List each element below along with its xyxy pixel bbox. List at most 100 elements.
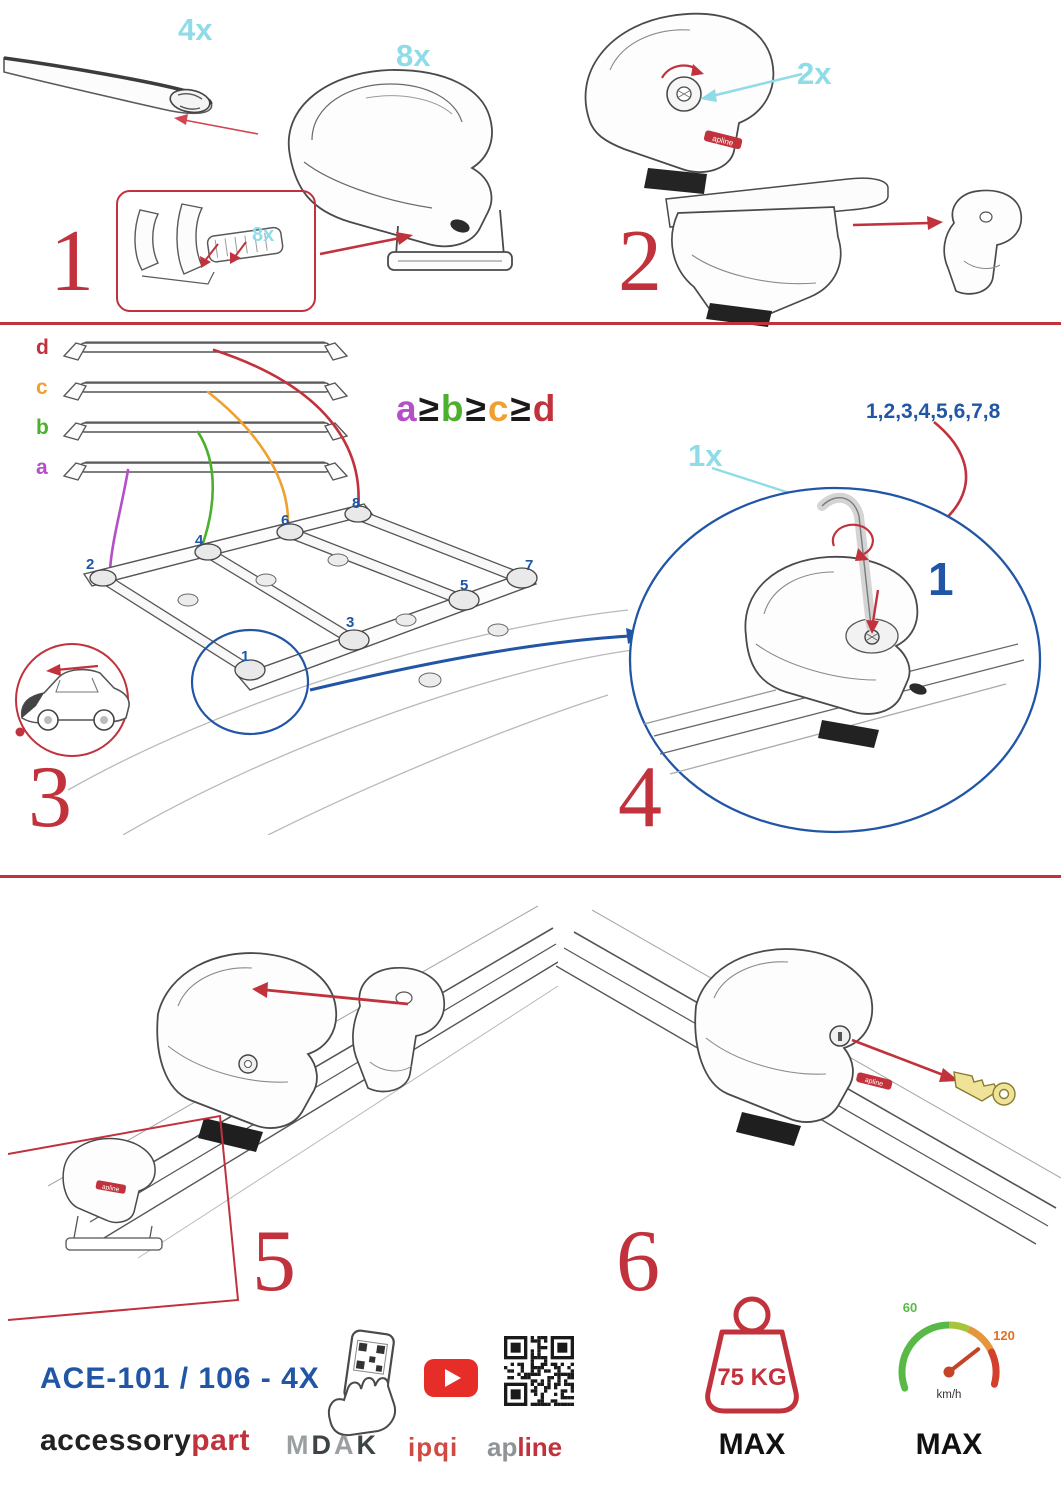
formula-d: d bbox=[532, 388, 556, 429]
position-7: 7 bbox=[525, 557, 534, 574]
car-icon bbox=[15, 643, 130, 757]
lock-foot-icon: apline bbox=[584, 12, 775, 194]
inset-to-foot-arrow bbox=[319, 232, 413, 256]
front-marker-dot bbox=[15, 727, 25, 737]
section-divider-2 bbox=[0, 875, 1061, 878]
apline-logo: apline bbox=[487, 1432, 562, 1463]
apline-ap: ap bbox=[487, 1432, 518, 1462]
bar-to-foot-arrow bbox=[174, 114, 259, 135]
key-arrow bbox=[851, 1038, 947, 1078]
tightening-sequence: 1,2,3,4,5,6,7,8 bbox=[866, 400, 1001, 423]
bar-label-c: c bbox=[36, 376, 48, 399]
zoom-foot bbox=[744, 556, 927, 748]
product-model: ACE-101 / 106 - 4X bbox=[40, 1362, 320, 1395]
bar-row-a: a bbox=[36, 450, 353, 486]
bar-position-curves bbox=[108, 348, 360, 572]
foot-logo-chip: apline bbox=[95, 1180, 127, 1194]
speed-max-label: MAX bbox=[915, 1428, 983, 1461]
brand-accessory: accessory bbox=[40, 1424, 192, 1457]
foot-locking-illustration: apline bbox=[556, 909, 1061, 1245]
step-5-number: 5 bbox=[252, 1213, 296, 1310]
weight-max-label: MAX bbox=[718, 1428, 786, 1461]
mdak-d: D bbox=[311, 1430, 334, 1460]
step-1-number: 1 bbox=[50, 213, 94, 310]
needle bbox=[947, 1347, 981, 1374]
ipqi-logo: ipqi bbox=[408, 1432, 459, 1462]
clamp-jaw-icon bbox=[134, 203, 215, 285]
clamp-part bbox=[352, 967, 446, 1093]
turn-arrow bbox=[831, 523, 874, 555]
step-2-number: 2 bbox=[618, 213, 662, 310]
roof-outline bbox=[67, 609, 633, 835]
car-body bbox=[20, 668, 130, 731]
qty-locks: 2x bbox=[797, 56, 832, 91]
brand-part: part bbox=[191, 1424, 250, 1457]
pad-inset-box bbox=[116, 190, 316, 312]
foot-logo-chip: apline bbox=[856, 1072, 893, 1090]
bar-row-d: d bbox=[36, 330, 353, 366]
svg-text:apline: apline bbox=[101, 1184, 120, 1194]
inset-panel bbox=[8, 1114, 240, 1321]
crossbar-icon bbox=[3, 56, 213, 115]
clamp-foot-icon bbox=[287, 69, 513, 271]
position-1: 1 bbox=[241, 648, 250, 665]
step-3-number: 3 bbox=[28, 749, 72, 846]
slide-cap-arrow bbox=[852, 221, 931, 227]
weight-value: 75 KG bbox=[717, 1364, 786, 1391]
zoom-pointer-arrow bbox=[309, 628, 644, 692]
curve-c bbox=[206, 390, 290, 528]
mounted-foot bbox=[156, 952, 338, 1152]
bar-row-b: b bbox=[36, 410, 353, 446]
bar-endcap-assembly bbox=[665, 177, 1023, 327]
speed-high-label: 120 bbox=[993, 1328, 1015, 1343]
position-5: 5 bbox=[460, 577, 469, 594]
step-6-number: 6 bbox=[616, 1213, 660, 1310]
bar-b-icon bbox=[62, 421, 349, 441]
roof-mount-points bbox=[177, 553, 509, 688]
formula-gte-1: ≥ bbox=[418, 388, 439, 429]
position-2: 2 bbox=[86, 556, 95, 573]
roof-direction-arrow bbox=[55, 664, 99, 672]
curve-a bbox=[108, 468, 130, 572]
foot-mounting-illustration: apline bbox=[8, 905, 558, 1321]
weight-limit-icon: 75 KG bbox=[705, 1296, 799, 1414]
tighten-arrow bbox=[871, 589, 880, 623]
phone-scan-icon bbox=[328, 1329, 396, 1437]
mdak-a: A bbox=[334, 1430, 357, 1460]
pad-install-arrows bbox=[200, 241, 247, 268]
locked-foot: apline bbox=[694, 948, 893, 1146]
formula-gte-3: ≥ bbox=[510, 388, 531, 429]
position-6: 6 bbox=[281, 512, 290, 529]
position-3: 3 bbox=[346, 614, 355, 631]
qty-allen-key: 1x bbox=[688, 438, 723, 473]
curve-d bbox=[212, 348, 360, 512]
formula-a: a bbox=[396, 388, 417, 429]
start-position-callout: 1 bbox=[928, 553, 954, 605]
position-8: 8 bbox=[352, 495, 361, 512]
end-cap-icon bbox=[943, 189, 1023, 295]
size-order-formula: a ≥ b ≥ c ≥ d bbox=[396, 388, 555, 430]
rack-feet bbox=[89, 505, 538, 681]
section-divider-1 bbox=[0, 322, 1061, 325]
mdak-k: K bbox=[356, 1430, 379, 1460]
bar-d-icon bbox=[62, 341, 349, 361]
bar-row-c: c bbox=[36, 370, 353, 406]
qty-feet: 8x bbox=[396, 38, 431, 73]
qty-crossbars: 4x bbox=[178, 12, 213, 47]
bar-label-a: a bbox=[36, 456, 48, 479]
formula-c: c bbox=[487, 388, 509, 429]
curve-b bbox=[196, 430, 215, 548]
focus-circle bbox=[190, 628, 310, 736]
formula-gte-2: ≥ bbox=[465, 388, 486, 429]
bar-c-icon bbox=[62, 381, 349, 401]
rubber-pad-illustration bbox=[134, 203, 284, 285]
mdak-logo: M D A K bbox=[286, 1430, 379, 1461]
mdak-m: M bbox=[286, 1430, 312, 1460]
roof-rack-diagram bbox=[67, 503, 633, 835]
formula-b: b bbox=[440, 388, 464, 429]
tightening-zoom-view bbox=[628, 486, 1042, 834]
hand bbox=[328, 1377, 396, 1437]
qty-pads: 8x bbox=[252, 224, 275, 246]
svg-text:apline: apline bbox=[864, 1077, 884, 1088]
